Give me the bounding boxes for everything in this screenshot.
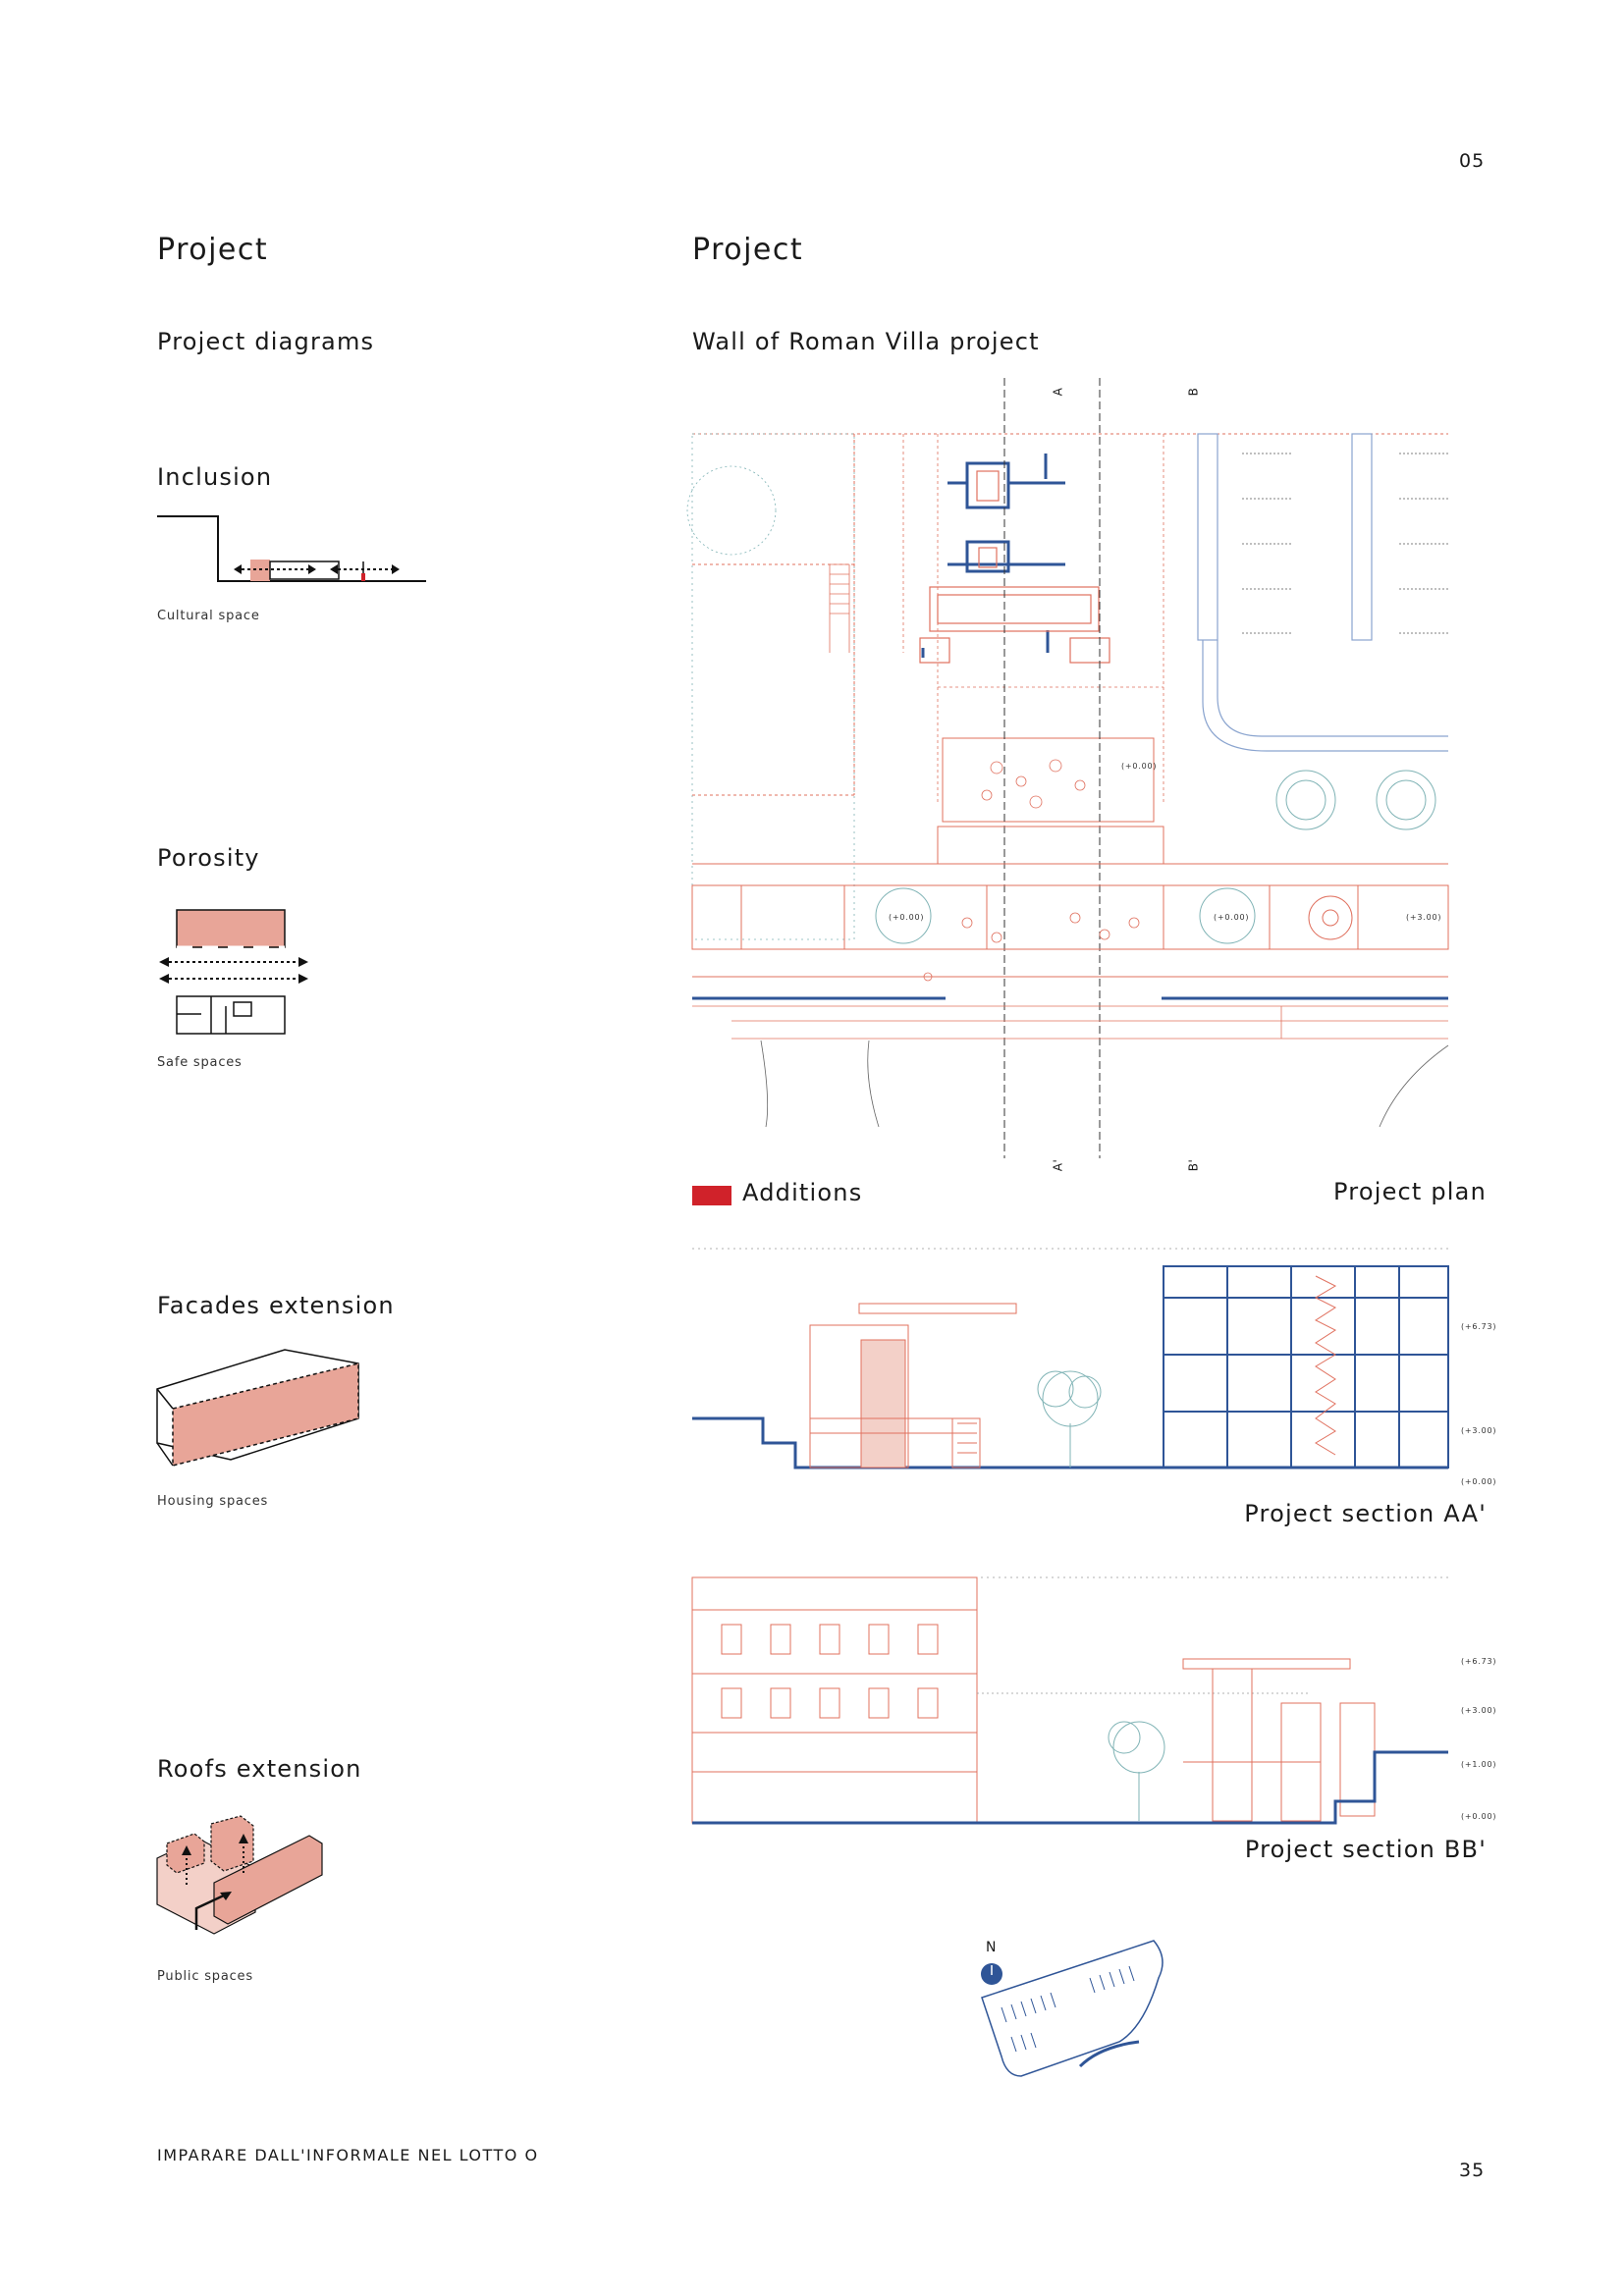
- section-aa-level-1: (+6.73): [1461, 1322, 1497, 1331]
- facades-extension-diagram: [156, 1349, 359, 1467]
- left-title: Project: [157, 233, 269, 267]
- section-bb-level-2: (+3.00): [1461, 1706, 1497, 1715]
- plan-level-4: (+3.00): [1406, 913, 1442, 922]
- porosity-diagram: [159, 909, 308, 1035]
- section-bb-level-1: (+6.73): [1461, 1657, 1497, 1666]
- plan-level-2: (+0.00): [889, 913, 925, 922]
- section-mark-a-bottom: A': [1051, 1158, 1065, 1172]
- section-bb-label: Project section BB': [1244, 1836, 1487, 1863]
- right-title: Project: [692, 233, 804, 267]
- section-aa-level-2: (+3.00): [1461, 1426, 1497, 1435]
- site-map: [981, 1940, 1164, 2077]
- section-mark-b-bottom: B': [1186, 1158, 1201, 1172]
- section-mark-b-top: B: [1186, 387, 1201, 397]
- section-bb-level-4: (+0.00): [1461, 1812, 1497, 1821]
- inclusion-diagram: [157, 515, 426, 582]
- right-subtitle: Wall of Roman Villa project: [692, 328, 1040, 355]
- section-mark-a-top: A: [1051, 387, 1065, 397]
- legend-additions-swatch: [692, 1186, 731, 1205]
- diagram-caption-porosity: Safe spaces: [157, 1055, 243, 1070]
- diagram-caption-facades: Housing spaces: [157, 1494, 269, 1509]
- section-bb-drawing: [691, 1576, 1448, 1825]
- diagram-caption-inclusion: Cultural space: [157, 609, 260, 623]
- section-aa-level-3: (+0.00): [1461, 1477, 1497, 1486]
- project-plan-drawing: [686, 378, 1449, 1158]
- diagram-heading-roofs: Roofs extension: [157, 1755, 362, 1783]
- plan-level-3: (+0.00): [1214, 913, 1250, 922]
- section-aa-label: Project section AA': [1244, 1500, 1487, 1527]
- footer-book-title: IMPARARE DALL'INFORMALE NEL LOTTO O: [157, 2146, 539, 2164]
- footer-page-number: 35: [1459, 2160, 1486, 2181]
- left-subtitle: Project diagrams: [157, 328, 375, 355]
- section-number: 05: [1459, 150, 1486, 172]
- north-arrow-icon: [981, 1963, 1002, 1985]
- diagram-heading-porosity: Porosity: [157, 844, 260, 872]
- section-aa-drawing: [692, 1248, 1449, 1469]
- north-label: N: [986, 1940, 997, 1955]
- diagram-heading-inclusion: Inclusion: [157, 463, 273, 491]
- roofs-extension-diagram: [156, 1815, 323, 1935]
- section-bb-level-3: (+1.00): [1461, 1760, 1497, 1769]
- diagram-heading-facades: Facades extension: [157, 1292, 395, 1319]
- legend-additions-label: Additions: [742, 1179, 863, 1206]
- plan-label: Project plan: [1333, 1178, 1487, 1205]
- diagram-caption-roofs: Public spaces: [157, 1969, 253, 1984]
- plan-level-1: (+0.00): [1121, 762, 1158, 771]
